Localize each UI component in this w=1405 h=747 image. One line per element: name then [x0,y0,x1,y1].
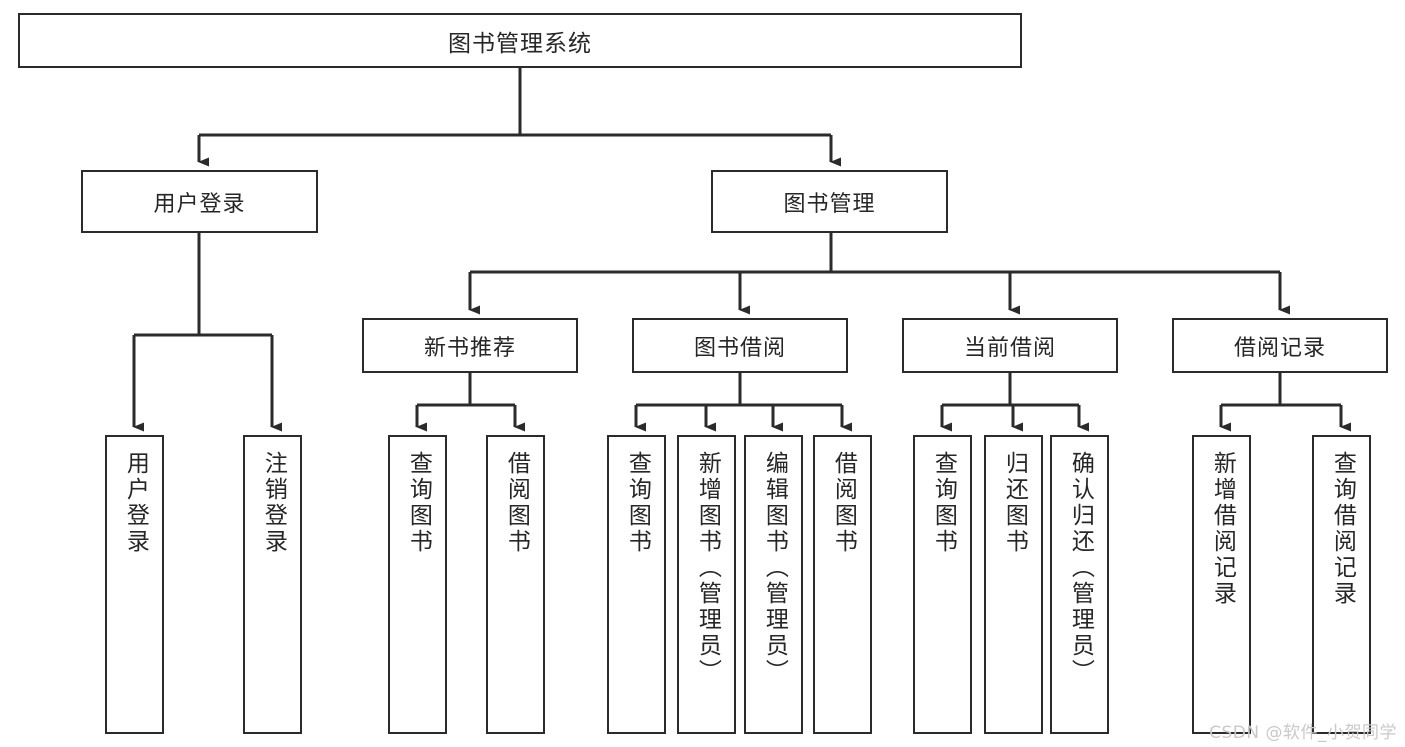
leaf-query-book-borrow[interactable]: 查询图书 [607,435,666,734]
leaf-label: 借阅图书 [830,451,857,555]
leaf-label: 新增借阅记录 [1209,451,1236,607]
leaf-label: 新增图书（管理员） [694,451,721,685]
leaf-user-login[interactable]: 用户登录 [105,435,164,734]
leaf-label: 编辑图书（管理员） [761,451,788,685]
leaf-borrow-book[interactable]: 借阅图书 [813,435,872,734]
leaf-label: 查询图书 [405,451,432,555]
leaf-add-book-admin[interactable]: 新增图书（管理员） [677,435,736,734]
watermark: CSDN @软件_小贺同学 [1209,723,1397,743]
leaf-logout-login[interactable]: 注销登录 [243,435,302,734]
node-user-login[interactable]: 用户登录 [81,170,318,233]
leaf-label: 查询借阅记录 [1329,451,1356,607]
leaf-query-book-current[interactable]: 查询图书 [913,435,972,734]
leaf-edit-book-admin[interactable]: 编辑图书（管理员） [744,435,803,734]
leaf-confirm-return-admin[interactable]: 确认归还（管理员） [1050,435,1109,734]
leaf-add-borrow-record[interactable]: 新增借阅记录 [1192,435,1251,734]
node-borrow-record[interactable]: 借阅记录 [1172,318,1388,373]
leaf-query-borrow-record[interactable]: 查询借阅记录 [1312,435,1371,734]
node-book-management[interactable]: 图书管理 [711,170,948,233]
leaf-label: 查询图书 [624,451,651,555]
leaf-label: 确认归还（管理员） [1067,451,1094,685]
leaf-label: 查询图书 [930,451,957,555]
leaf-borrow-book-new[interactable]: 借阅图书 [486,435,545,734]
leaf-label: 注销登录 [260,451,287,555]
node-root-system[interactable]: 图书管理系统 [18,13,1022,68]
leaf-return-book[interactable]: 归还图书 [984,435,1043,734]
leaf-query-book-new[interactable]: 查询图书 [388,435,447,734]
leaf-label: 借阅图书 [503,451,530,555]
leaf-label: 归还图书 [1001,451,1028,555]
node-new-book-recommend[interactable]: 新书推荐 [362,318,578,373]
node-current-borrow[interactable]: 当前借阅 [902,318,1118,373]
leaf-label: 用户登录 [122,451,149,555]
node-book-borrow[interactable]: 图书借阅 [632,318,848,373]
